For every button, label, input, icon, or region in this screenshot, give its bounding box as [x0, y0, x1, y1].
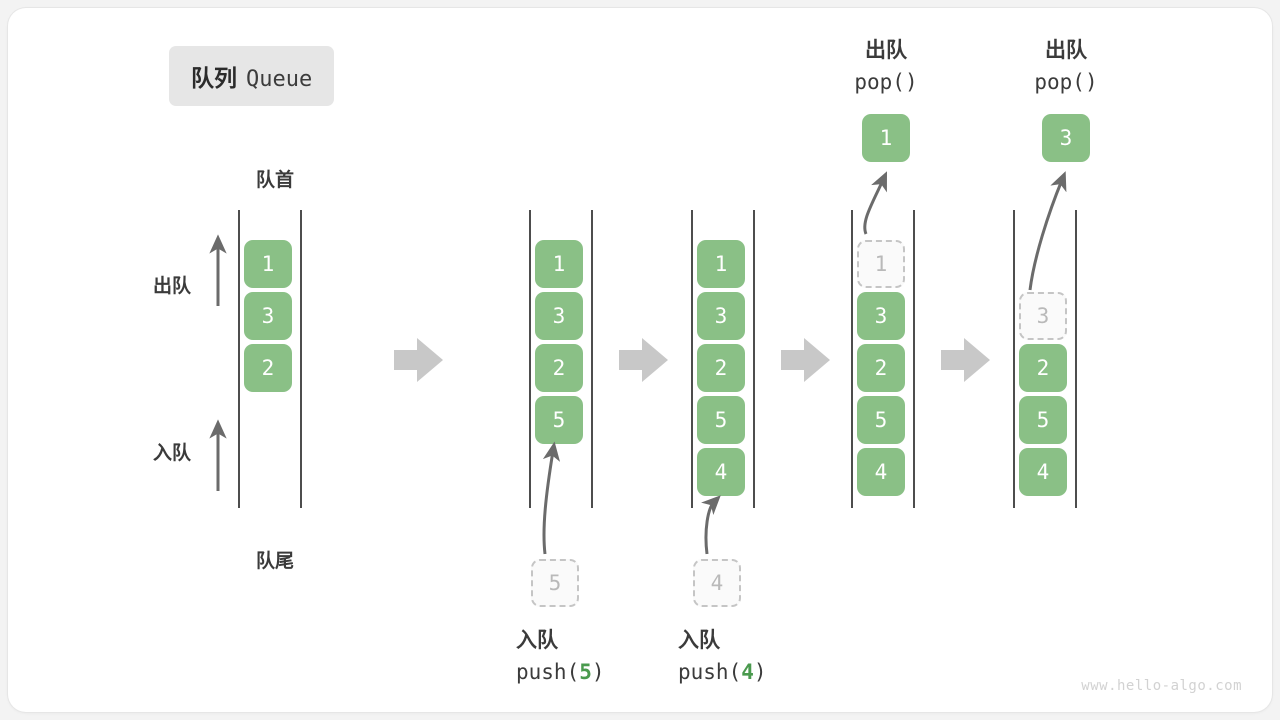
- flow-arrow: [619, 338, 668, 382]
- queue-rail-left: [691, 210, 693, 508]
- figure-card: 队列 Queue 队首 队尾 出队 入队 1 3 2 1 3 2 5 5 入队 …: [8, 8, 1272, 712]
- caption-line2: push(4): [678, 656, 767, 688]
- caption-arg: 4: [741, 660, 754, 684]
- queue-cell: 1: [244, 240, 292, 288]
- queue-column-pop-1: 1 3 2 5 4: [851, 210, 915, 508]
- queue-cell: 4: [857, 448, 905, 496]
- diagram-stage: 队列 Queue 队首 队尾 出队 入队 1 3 2 1 3 2 5 5 入队 …: [8, 8, 1272, 712]
- queue-cell: 2: [535, 344, 583, 392]
- queue-cell-removed: 3: [1019, 292, 1067, 340]
- queue-cell: 1: [535, 240, 583, 288]
- flow-arrow: [781, 338, 830, 382]
- caption-suffix: ): [753, 660, 767, 684]
- incoming-element-5: 5: [531, 559, 579, 607]
- queue-rail-left: [851, 210, 853, 508]
- rear-label: 队尾: [255, 551, 294, 572]
- queue-cell: 5: [697, 396, 745, 444]
- caption-suffix: ): [904, 70, 918, 94]
- front-label: 队首: [255, 170, 294, 191]
- queue-cell: 2: [697, 344, 745, 392]
- popped-element-1: 1: [862, 114, 910, 162]
- caption-prefix: push(: [678, 660, 742, 684]
- watermark: www.hello-algo.com: [1081, 678, 1242, 694]
- figure-title-cn: 队列: [191, 65, 237, 91]
- queue-cell: 1: [697, 240, 745, 288]
- caption-prefix: push(: [516, 660, 580, 684]
- queue-cell: 4: [697, 448, 745, 496]
- queue-cell-removed: 1: [857, 240, 905, 288]
- queue-cell: 2: [857, 344, 905, 392]
- queue-cell: 2: [244, 344, 292, 392]
- queue-column-initial: 1 3 2: [238, 210, 302, 508]
- queue-rail-right: [591, 210, 593, 508]
- queue-cell: 3: [857, 292, 905, 340]
- flow-arrow: [941, 338, 990, 382]
- dequeue-label: 出队: [153, 276, 192, 297]
- queue-cell: 2: [1019, 344, 1067, 392]
- queue-cell: 3: [535, 292, 583, 340]
- queue-column-push-5: 1 3 2 5: [529, 210, 593, 508]
- queue-rail-left: [529, 210, 531, 508]
- caption-push-4: 入队 push(4): [678, 626, 767, 688]
- queue-rail-right: [753, 210, 755, 508]
- caption-arg: 5: [579, 660, 592, 684]
- push-4-arrow: [701, 495, 721, 555]
- caption-pop-3: 出队 pop(): [1016, 36, 1116, 98]
- caption-line1: 出队: [865, 39, 907, 62]
- queue-cell: 5: [857, 396, 905, 444]
- caption-line2: pop(): [836, 66, 936, 98]
- queue-rail-left: [238, 210, 240, 508]
- caption-push-5: 入队 push(5): [516, 626, 605, 688]
- enqueue-label: 入队: [153, 443, 192, 464]
- figure-title-en: Queue: [246, 67, 313, 92]
- queue-rail-right: [1075, 210, 1077, 508]
- caption-pop-1: 出队 pop(): [836, 36, 936, 98]
- caption-line2: pop(): [1016, 66, 1116, 98]
- caption-suffix: ): [1084, 70, 1098, 94]
- caption-prefix: pop(: [854, 70, 905, 94]
- caption-line1: 出队: [1045, 39, 1087, 62]
- queue-rail-right: [913, 210, 915, 508]
- queue-cell: 4: [1019, 448, 1067, 496]
- caption-prefix: pop(: [1034, 70, 1085, 94]
- queue-column-pop-3: 3 2 5 4: [1013, 210, 1077, 508]
- caption-line1: 入队: [678, 629, 720, 652]
- figure-title-chip: 队列 Queue: [169, 46, 335, 106]
- flow-arrow: [394, 338, 443, 382]
- queue-rail-left: [1013, 210, 1015, 508]
- queue-cell: 5: [535, 396, 583, 444]
- queue-cell: 3: [244, 292, 292, 340]
- popped-element-3: 3: [1042, 114, 1090, 162]
- queue-rail-right: [300, 210, 302, 508]
- caption-suffix: ): [591, 660, 605, 684]
- queue-column-push-4: 1 3 2 5 4: [691, 210, 755, 508]
- caption-line2: push(5): [516, 656, 605, 688]
- queue-cell: 3: [697, 292, 745, 340]
- incoming-element-4: 4: [693, 559, 741, 607]
- queue-cell: 5: [1019, 396, 1067, 444]
- caption-line1: 入队: [516, 629, 558, 652]
